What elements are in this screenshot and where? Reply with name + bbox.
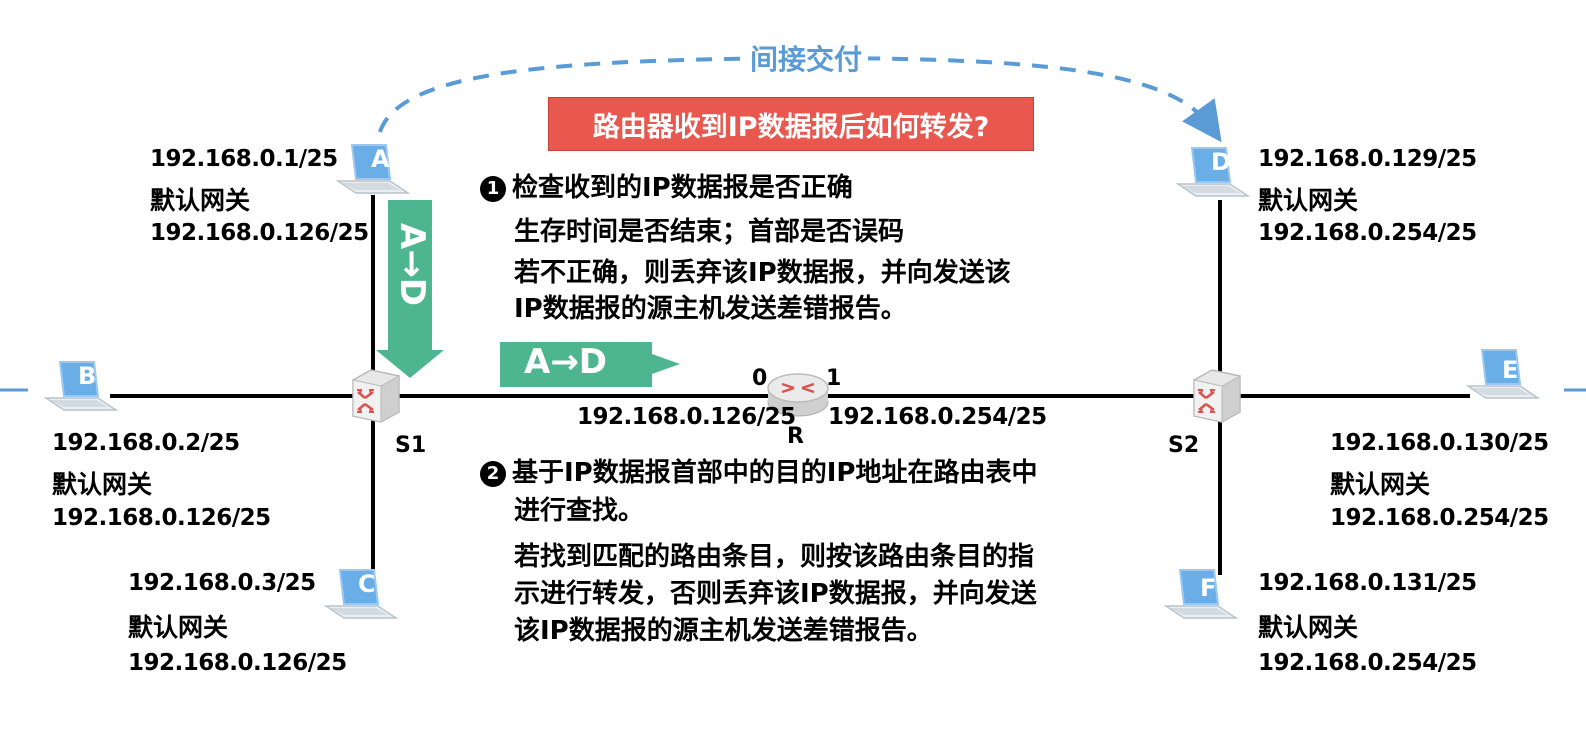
host-f-letter: F [1200,574,1217,602]
host-b-gw-label: 默认网关 [52,470,153,499]
router-ip-0: 192.168.0.126/25 [577,404,796,430]
host-d-gw: 192.168.0.254/25 [1258,220,1477,246]
step1-line2: 若不正确，则丢弃该IP数据报，并向发送该 [514,258,1011,288]
host-b-letter: B [78,362,97,390]
host-c-letter: C [358,570,376,598]
step2-line1: 若找到匹配的路由条目，则按该路由条目的指 [514,542,1035,572]
host-c-ip: 192.168.0.3/25 [128,570,316,596]
step2-bullet: 2 [480,461,506,487]
step2-line2: 示进行转发，否则丢弃该IP数据报，并向发送 [514,579,1037,609]
host-f-ip: 192.168.0.131/25 [1258,570,1477,596]
host-a-gw-label: 默认网关 [150,186,251,215]
step2-line3: 该IP数据报的源主机发送差错报告。 [514,616,933,646]
step1-heading-text: 检查收到的IP数据报是否正确 [512,173,853,203]
host-a-ip: 192.168.0.1/25 [150,146,338,172]
host-d-letter: D [1211,148,1231,176]
step1-line3: IP数据报的源主机发送差错报告。 [514,294,907,324]
switch-s2-icon[interactable] [1192,368,1242,424]
router-name: R [787,424,804,449]
step2-heading-line1: 基于IP数据报首部中的目的IP地址在路由表中 [512,458,1038,488]
host-b-ip: 192.168.0.2/25 [52,430,240,456]
router-ip-1: 192.168.0.254/25 [828,404,1047,430]
horizontal-arrow-label: A→D [524,342,608,382]
vertical-arrow-label: A→D [392,223,432,307]
host-a-letter: A [371,145,390,173]
switch-s1-label: S1 [395,433,427,458]
switch-s2-label: S2 [1168,433,1200,458]
indirect-delivery-label: 间接交付 [744,38,869,78]
host-b-gw: 192.168.0.126/25 [52,505,271,531]
router-port-1: 1 [826,366,842,391]
router-r-icon[interactable] [767,373,829,417]
question-title: 路由器收到IP数据报后如何转发? [548,97,1034,151]
step1-bullet: 1 [480,176,506,202]
host-e-gw-label: 默认网关 [1330,470,1431,499]
vertical-a-to-d-arrow [376,200,444,378]
host-e-letter: E [1502,356,1519,384]
router-port-0: 0 [752,366,768,391]
step1-line1: 生存时间是否结束；首部是否误码 [514,217,905,247]
host-e-gw: 192.168.0.254/25 [1330,505,1549,531]
host-f-gw: 192.168.0.254/25 [1258,650,1477,676]
horizontal-a-to-d-arrow [500,342,680,387]
host-f-gw-label: 默认网关 [1258,613,1359,642]
step2-heading-line2: 进行查找。 [514,496,645,526]
host-d-gw-label: 默认网关 [1258,186,1359,215]
host-e-ip: 192.168.0.130/25 [1330,430,1549,456]
host-c-gw-label: 默认网关 [128,613,229,642]
host-a-gw: 192.168.0.126/25 [150,220,369,246]
host-d-ip: 192.168.0.129/25 [1258,146,1477,172]
switch-s1-icon[interactable] [351,368,401,424]
host-c-gw: 192.168.0.126/25 [128,650,347,676]
